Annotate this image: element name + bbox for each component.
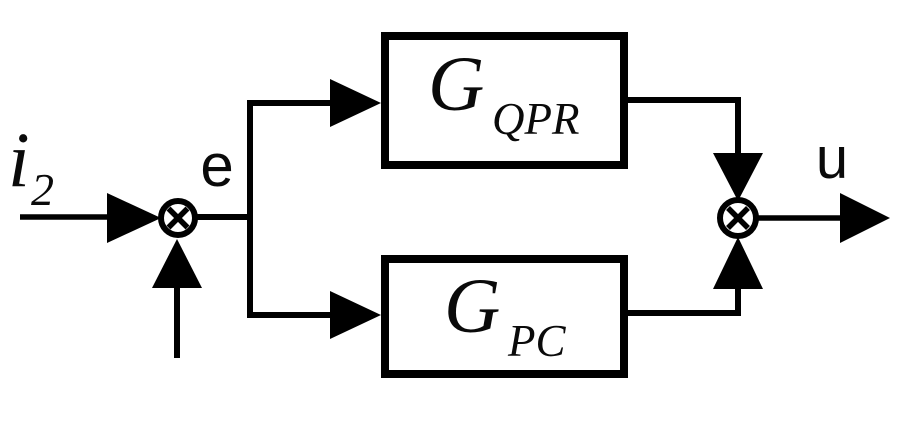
output-label: u <box>816 126 848 191</box>
feedback-arrowhead-icon <box>152 239 202 288</box>
error-label: e <box>200 132 233 199</box>
branch-bottom-arrowhead-icon <box>330 291 381 339</box>
block-g-pc-subscript: PC <box>507 316 566 366</box>
branch-top-arrowhead-icon <box>330 79 381 127</box>
g-pc-output-wire <box>627 286 741 316</box>
g-qpr-output-arrowhead-icon <box>713 153 763 201</box>
summing-junction-right-cross-icon <box>726 206 750 230</box>
block-g-qpr-label: G <box>428 40 484 127</box>
input-label-subscript: 2 <box>31 164 54 215</box>
block-g-qpr <box>381 32 628 169</box>
input-arrowhead-icon <box>107 193 161 243</box>
block-g-qpr-subscript: QPR <box>492 94 579 144</box>
block-g-pc-label: G <box>444 262 500 349</box>
g-pc-output-arrowhead-icon <box>713 237 763 289</box>
g-qpr-output-wire <box>627 97 741 158</box>
output-arrowhead-icon <box>840 193 890 243</box>
input-label: i <box>8 116 30 203</box>
summing-junction-left-cross-icon <box>166 206 190 230</box>
branch-wire <box>247 100 333 318</box>
block-g-pc <box>381 255 628 378</box>
